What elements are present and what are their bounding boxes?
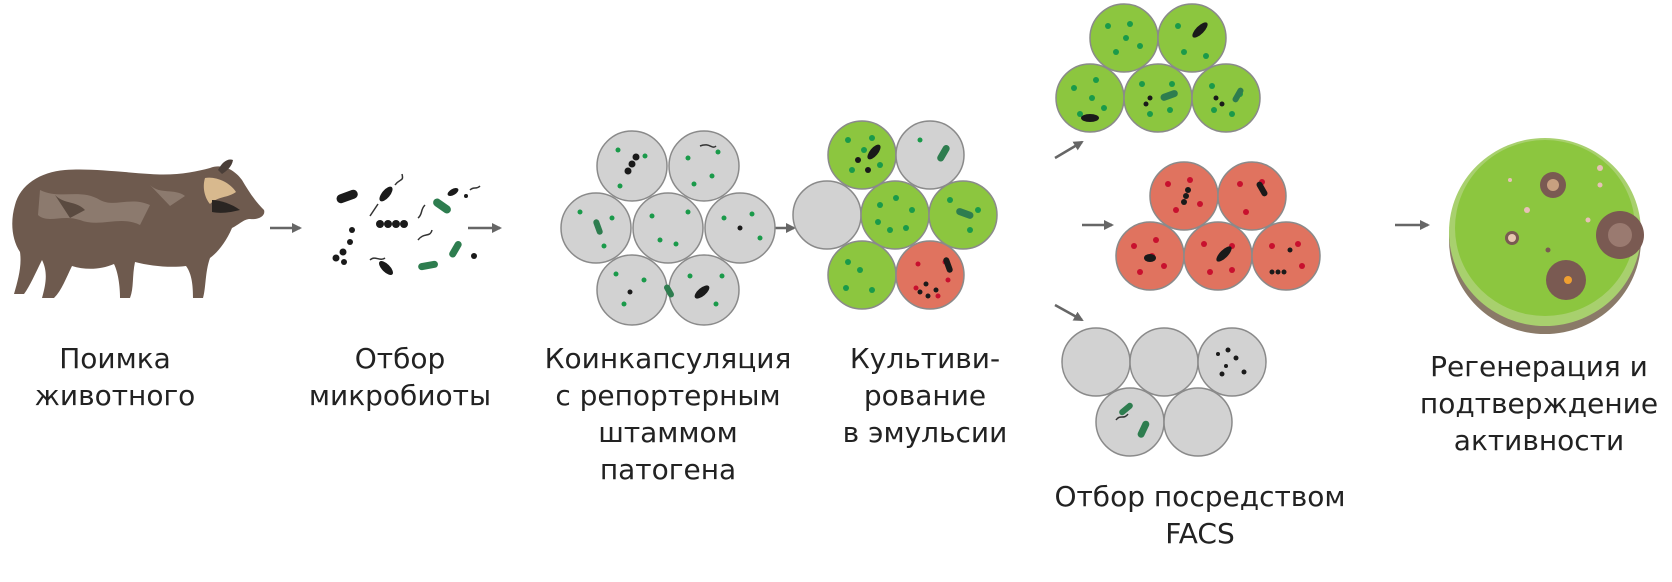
step-regeneration-label: Регенерация и подтверждение активности (1410, 348, 1668, 459)
flow-arrow (1054, 303, 1084, 322)
label-line: животного (34, 379, 196, 412)
label-line: Регенерация и (1430, 350, 1648, 383)
petri-dish (1449, 138, 1644, 334)
label-line: штаммом (598, 416, 738, 449)
label-line: Поимка (59, 342, 171, 375)
gray-droplet-group (1061, 327, 1267, 457)
label-line: FACS (1165, 517, 1235, 550)
label-line: подтверждение (1419, 387, 1659, 420)
step-microbiota-label: Отбор микробиоты (300, 340, 500, 414)
step-coencapsulation-label: Коинкапсуляция с репортерным штаммом пат… (528, 340, 808, 488)
microbiota-cluster (332, 173, 481, 275)
coencapsulation-droplets (560, 130, 776, 326)
step-capture-label: Поимка животного (15, 340, 215, 414)
label-line: Отбор (354, 342, 446, 375)
label-line: в эмульсии (842, 416, 1008, 449)
flow-arrow (1054, 140, 1084, 160)
label-line: Отбор посредством (1054, 480, 1346, 513)
label-line: микробиоты (308, 379, 492, 412)
raccoon-dog-illustration (12, 159, 265, 298)
label-line: Культиви- (849, 342, 1001, 375)
label-line: активности (1453, 424, 1625, 457)
step-facs-label: Отбор посредством FACS (1030, 478, 1370, 552)
green-droplet-group (1055, 3, 1261, 133)
label-line: рование (863, 379, 987, 412)
label-line: патогена (599, 453, 737, 486)
label-line: Коинкапсуляция (544, 342, 792, 375)
step-cultivation-label: Культиви- рование в эмульсии (830, 340, 1020, 451)
cultivation-droplets (792, 120, 998, 310)
red-droplet-group (1115, 161, 1321, 291)
label-line: с репортерным (555, 379, 781, 412)
